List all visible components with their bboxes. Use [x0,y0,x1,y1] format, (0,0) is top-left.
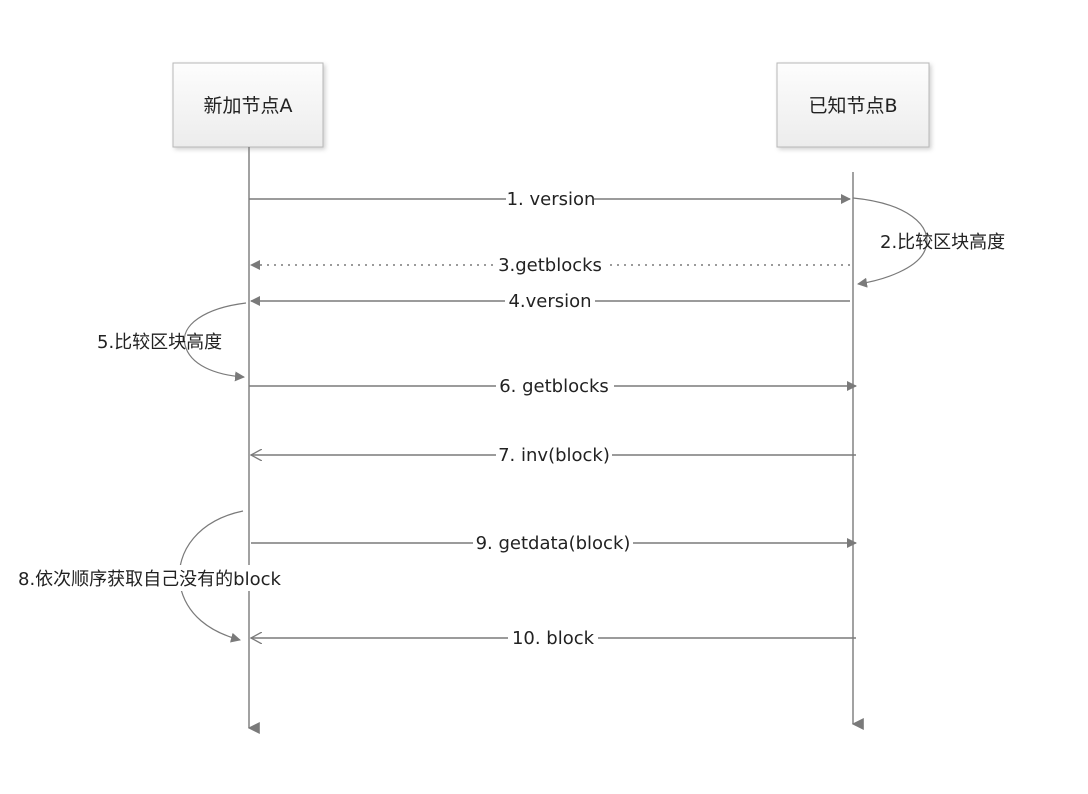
actor-a-box [172,62,324,148]
message-7-label-bg [496,444,612,466]
note-2: 2.比较区块高度 [852,197,1005,288]
note-5-curve [183,302,247,382]
actor-a[interactable]: 新加节点A [172,62,324,148]
actor-b-box [776,62,930,148]
message-1: 1. version [249,188,851,210]
message-9: 9. getdata(block) [251,532,857,554]
note-2-curve [852,197,928,288]
message-7-label: 7. inv(block) [498,445,610,466]
message-10-label-bg [508,627,598,649]
message-3-label-bg [495,254,605,276]
message-3: 3.getblocks [250,254,850,276]
message-10: 10. block [251,627,856,649]
actor-b-label: 已知节点B [808,95,897,117]
message-3-label: 3.getblocks [498,255,602,276]
message-4-label-bg [505,290,595,312]
note-2-label: 2.比较区块高度 [880,232,1005,253]
message-6-label: 6. getblocks [499,376,609,397]
message-7: 7. inv(block) [251,444,856,466]
message-9-label: 9. getdata(block) [476,533,631,554]
note-8: 8.依次顺序获取自己没有的block [14,510,304,643]
message-9-label-bg [473,532,633,554]
message-6-label-bg [496,375,614,397]
note-8-label-bg [14,565,304,591]
message-1-label: 1. version [507,189,596,210]
note-5: 5.比较区块高度 [97,302,247,382]
message-4-label: 4.version [508,291,591,312]
actor-b[interactable]: 已知节点B [776,62,930,148]
message-10-label: 10. block [512,628,595,649]
message-1-label-bg [506,188,594,210]
note-8-label: 8.依次顺序获取自己没有的block [18,569,282,590]
actor-a-label: 新加节点A [204,95,293,117]
message-4: 4.version [250,290,850,312]
note-5-label: 5.比较区块高度 [97,332,222,353]
message-6: 6. getblocks [249,375,857,397]
